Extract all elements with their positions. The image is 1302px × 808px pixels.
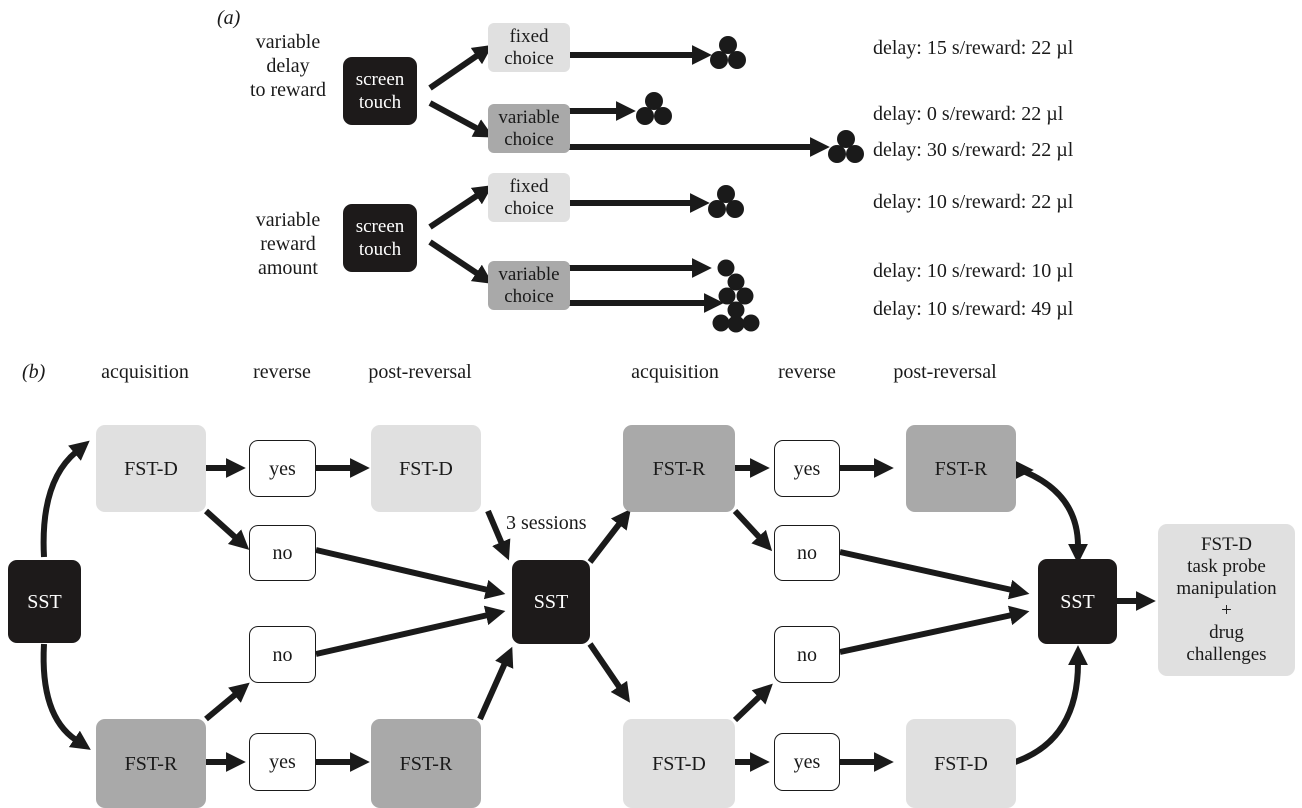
panel-b-label: (b) [22,361,46,383]
fst-d-acquisition-2: FST-D [623,719,735,808]
three-sessions-label: 3 sessions [506,512,587,534]
fst-d-post-reversal-2: FST-D [906,719,1016,808]
pellet-cluster-variable-short [636,92,672,125]
arrow-fstr-to-no [204,682,250,722]
arrow-fstr-post-to-sst [477,646,514,721]
fst-d-post-reversal-1: FST-D [371,425,481,512]
header-post-reversal-1: post-reversal [368,361,472,383]
no-box-3: no [774,525,840,581]
pellet-single-small [717,259,735,277]
arrow-touch1-to-fixed [428,44,493,91]
row2-title: variable reward amount [255,209,321,279]
fixed-choice-box-2: fixed choice [488,173,570,222]
outcome-fixed-amount: delay: 10 s/reward: 22 µl [873,191,1074,213]
outcome-variable-small-amount: delay: 10 s/reward: 10 µl [873,260,1074,282]
screen-touch-box-1: screen touch [343,57,417,125]
row1-title: variable delay to reward [249,31,327,101]
pellet-cluster-large [712,273,760,333]
arrow-no-to-sst [315,547,506,600]
arrow-sst-to-fstr2 [587,508,631,564]
variable-choice-box-1: variable choice [488,104,570,153]
fixed-choice-box-1: fixed choice [488,23,570,72]
arrow-fstd-post-to-sst [485,509,511,561]
arrow-touch2-to-variable [428,239,493,284]
arrow-touch2-to-fixed [428,185,493,230]
variable-choice-box-2: variable choice [488,261,570,310]
yes-box-1: yes [249,440,316,497]
arrow-fstr-post2-curve-to-sst [1014,465,1088,564]
screen-touch-box-2: screen touch [343,204,417,272]
header-reverse-1: reverse [253,361,311,383]
panel-a-label: (a) [217,7,241,29]
outcome-variable-long-delay: delay: 30 s/reward: 22 µl [873,139,1074,161]
arrow-sst-to-fstd2 [587,642,631,703]
arrow-no3-to-sst [839,549,1030,600]
header-post-reversal-2: post-reversal [893,361,997,383]
arrow-no4-to-sst [839,605,1030,655]
fst-r-acquisition-1: FST-R [96,719,206,808]
fst-r-post-reversal-1: FST-R [371,719,481,808]
yes-box-2: yes [249,733,316,791]
arrow-sst-to-fstd [40,440,90,558]
arrow-no2-to-sst [315,605,506,657]
sst-box-start: SST [8,560,81,643]
arrow-fstd-to-no [203,508,250,550]
outcome-variable-short-delay: delay: 0 s/reward: 22 µl [873,103,1064,125]
arrow-touch1-to-variable [428,100,494,138]
fst-d-acquisition-1: FST-D [96,425,206,512]
header-acquisition-2: acquisition [631,361,719,383]
fst-r-post-reversal-2: FST-R [906,425,1016,512]
no-box-4: no [774,626,840,683]
yes-box-4: yes [774,733,840,791]
arrow-layer [40,44,1156,772]
arrow-sst-to-fstr [40,643,91,750]
outcome-variable-large-amount: delay: 10 s/reward: 49 µl [873,298,1074,320]
header-acquisition-1: acquisition [101,361,189,383]
outcome-fixed-delay: delay: 15 s/reward: 22 µl [873,37,1074,59]
pellet-cluster-variable-long [828,130,864,163]
sst-box-end: SST [1038,559,1117,644]
arrow-fstr2-to-no [732,508,773,552]
yes-box-3: yes [774,440,840,497]
no-box-1: no [249,525,316,581]
fst-r-acquisition-2: FST-R [623,425,735,512]
pellet-cluster-fixed-2 [708,185,744,218]
sst-box-middle: SST [512,560,590,644]
pellet-cluster-fixed-1 [710,36,746,69]
header-reverse-2: reverse [778,361,836,383]
final-probe-box: FST-D task probe manipulation + drug cha… [1158,524,1295,676]
no-box-2: no [249,626,316,683]
arrow-fstd-post2-curve-to-sst [1014,645,1088,765]
arrow-fstd2-to-no [732,683,773,723]
